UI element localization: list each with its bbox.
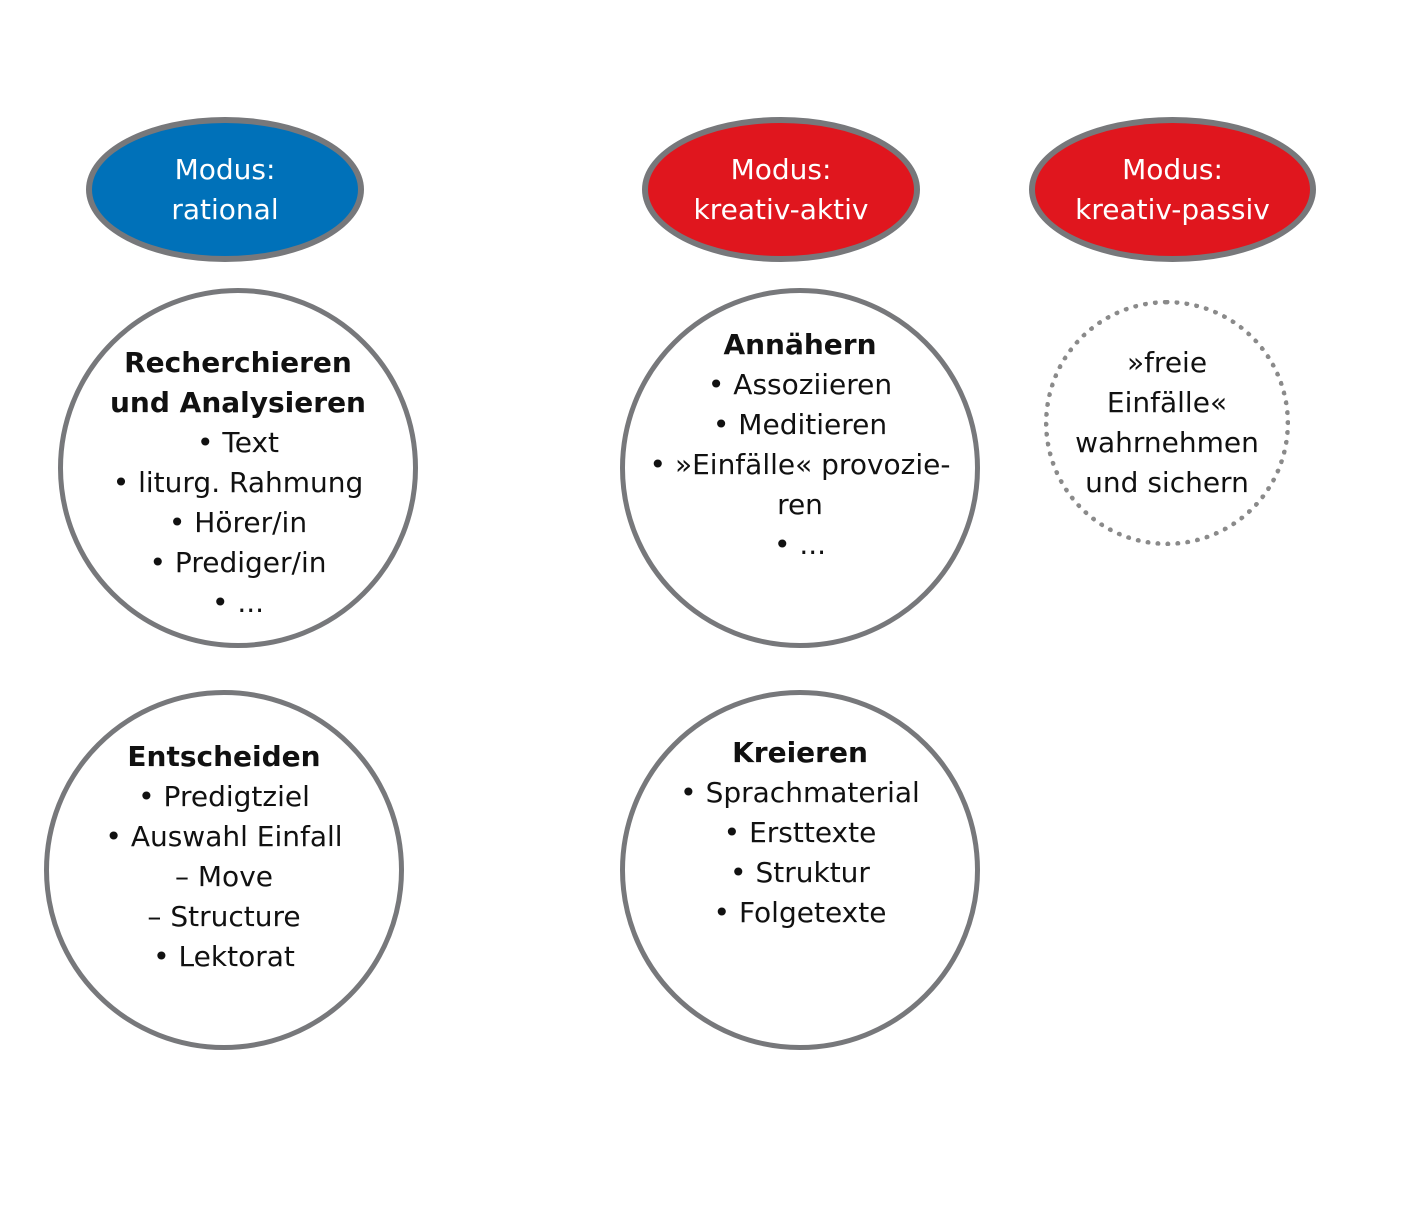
mode-kreativ-aktiv-ellipse: Modus: kreativ-aktiv [642, 117, 920, 262]
entscheiden-item: – Structure [147, 900, 301, 933]
kreieren-item: • Struktur [730, 856, 870, 889]
kreieren-title: Kreieren [732, 736, 868, 769]
mode-kreativ-aktiv-label-line1: Modus: [730, 152, 832, 186]
entscheiden-item: • Lektorat [153, 940, 295, 973]
mode-rational-ellipse: Modus: rational [86, 117, 364, 262]
recherchieren-item: • Prediger/in [149, 546, 327, 579]
recherchieren-item: • ... [211, 586, 265, 619]
entscheiden-circle: Entscheiden • Predigtziel • Auswahl Einf… [44, 690, 404, 1050]
kreieren-circle: Kreieren • Sprachmaterial • Ersttexte • … [620, 690, 980, 1050]
kreieren-item: • Ersttexte [723, 816, 877, 849]
mode-rational-label-line2: rational [171, 192, 279, 226]
annaehern-item: • Meditieren [712, 408, 888, 441]
mode-kreativ-passiv-ellipse: Modus: kreativ-passiv [1029, 117, 1316, 262]
entscheiden-title: Entscheiden [127, 740, 321, 773]
kreieren-item: • Folgetexte [713, 896, 887, 929]
einfaelle-text-line: »freie [1126, 346, 1208, 379]
mode-kreativ-passiv-label-line2: kreativ-passiv [1075, 192, 1270, 226]
recherchieren-circle: Recherchieren und Analysieren • Text • l… [58, 288, 418, 648]
recherchieren-title-line2: und Analysieren [110, 386, 366, 419]
recherchieren-item: • Hörer/in [168, 506, 308, 539]
mode-kreativ-aktiv-label-line2: kreativ-aktiv [693, 192, 869, 226]
einfaelle-text-line: Einfälle« [1106, 386, 1228, 419]
mode-kreativ-passiv-label-line1: Modus: [1122, 152, 1223, 186]
kreieren-item: • Sprachmaterial [680, 776, 920, 809]
entscheiden-item: • Auswahl Einfall [105, 820, 343, 853]
annaehern-item: • Assoziieren [707, 368, 893, 401]
entscheiden-item: – Move [175, 860, 273, 893]
recherchieren-item: • Text [196, 426, 280, 459]
annaehern-title: Annähern [723, 328, 877, 361]
einfaelle-dotted-circle: »freie Einfälle« wahrnehmen und sichern [1044, 300, 1290, 546]
recherchieren-title-line1: Recherchieren [124, 346, 352, 379]
einfaelle-text-line: und sichern [1085, 466, 1249, 499]
annaehern-item: • »Einfälle« provozie- [649, 448, 951, 481]
entscheiden-item: • Predigtziel [138, 780, 310, 813]
recherchieren-item: • liturg. Rahmung [112, 466, 364, 499]
annaehern-item: ren [777, 488, 823, 521]
annaehern-item: • ... [773, 528, 827, 561]
einfaelle-text-line: wahrnehmen [1075, 426, 1259, 459]
mode-rational-label-line1: Modus: [174, 152, 276, 186]
annaehern-circle: Annähern • Assoziieren • Meditieren • »E… [620, 288, 980, 648]
